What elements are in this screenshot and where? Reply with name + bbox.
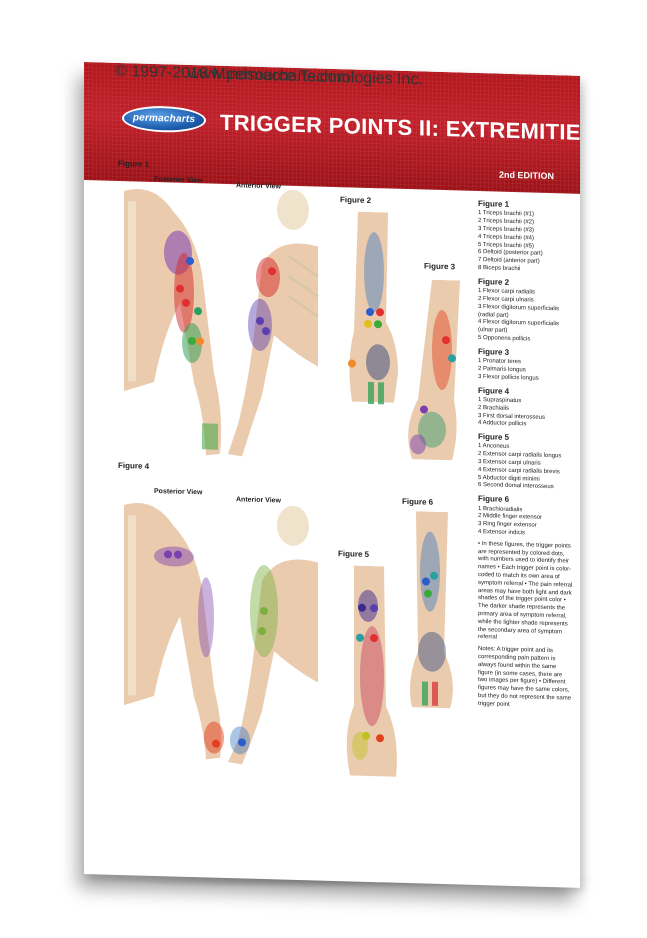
figure-4-anterior-illustration — [228, 505, 318, 765]
figure-1-posterior-illustration — [124, 189, 222, 456]
legend-panel: Figure 1 1 Triceps brachii (#1) 2 Tricep… — [478, 195, 573, 711]
legend-item: 4 Extensor indicis — [478, 529, 526, 537]
trigger-point-6-icon — [186, 256, 194, 265]
legend-note-trigger-points: • In these figures, the trigger points a… — [478, 540, 573, 641]
legend-item: 5 Opponens pollicis — [478, 334, 531, 343]
legend-item: 3 Flexor pollicis longus — [478, 373, 539, 382]
legend-item: 4 Adductor pollicis — [478, 420, 527, 428]
legend-note-figures: Notes: A trigger point and its correspon… — [478, 646, 572, 708]
figure-4-posterior-label: Posterior View — [154, 487, 203, 497]
edition-label: 2nd EDITION — [498, 169, 554, 182]
figure-5-label: Figure 5 — [338, 549, 370, 559]
laminated-chart: permacharts TRIGGER POINTS II: EXTREMITI… — [84, 62, 580, 888]
legend-item: 8 Biceps brachii — [478, 264, 521, 273]
figure-4-label: Figure 4 — [118, 460, 150, 471]
figure-4-posterior-illustration — [124, 503, 224, 760]
figure-2-label: Figure 2 — [340, 195, 372, 206]
figure-3-label: Figure 3 — [424, 261, 456, 272]
figure-2-illustration — [348, 211, 398, 405]
figure-6-illustration — [410, 511, 453, 709]
figure-1-label: Figure 1 — [118, 158, 150, 169]
figure-6-label: Figure 6 — [402, 496, 434, 507]
figure-5-illustration — [346, 565, 397, 777]
figure-3-illustration — [408, 279, 460, 461]
figure-1-anterior-illustration — [228, 189, 319, 457]
legend-item: 6 Second dorsal interosseus — [478, 482, 554, 491]
